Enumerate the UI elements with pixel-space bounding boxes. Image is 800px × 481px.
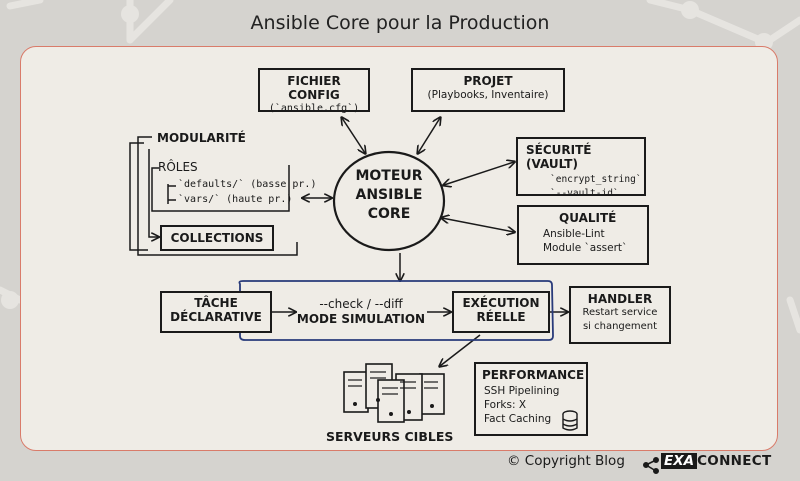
execution-line2: RÉELLE xyxy=(476,310,526,324)
brand-connect: CONNECT xyxy=(697,453,772,469)
qualite-item-assert: Module `assert` xyxy=(543,242,628,254)
execution-line1: EXÉCUTION xyxy=(462,296,540,310)
securite-item-vault-id: `--vault-id` xyxy=(550,188,619,199)
brand-exa: EXA xyxy=(661,453,698,469)
handler-line1: Restart service xyxy=(582,307,658,318)
performance-item-pipelining: SSH Pipelining xyxy=(484,385,560,397)
qualite-box: QUALITÉ Ansible-Lint Module `assert` xyxy=(517,205,649,265)
handler-title: HANDLER xyxy=(587,292,653,306)
engine-line2: ANSIBLE xyxy=(355,187,423,203)
engine-line1: MOTEUR xyxy=(355,168,423,184)
performance-item-caching: Fact Caching xyxy=(484,413,552,425)
footer-copyright: © Copyright Blog xyxy=(507,453,625,469)
securite-box: SÉCURITÉ (VAULT) `encrypt_string` `--vau… xyxy=(516,137,646,199)
handler-box: HANDLER Restart service si changement xyxy=(569,286,671,344)
engine-circle xyxy=(332,150,446,252)
tache-box: TÂCHE DÉCLARATIVE xyxy=(160,291,272,333)
collections-label: COLLECTIONS xyxy=(170,231,264,245)
collections-box: COLLECTIONS xyxy=(160,225,274,251)
roles-title: RÔLES xyxy=(158,160,198,174)
engine-label: MOTEUR ANSIBLE CORE xyxy=(334,167,444,224)
database-icon xyxy=(562,410,578,431)
simulation-line1: --check / --diff xyxy=(319,297,403,311)
performance-box: PERFORMANCE SSH Pipelining Forks: X Fact… xyxy=(474,362,588,436)
config-title: FICHIER CONFIG xyxy=(287,74,341,102)
roles-item-defaults: `defaults/` (basse pr.) xyxy=(178,179,317,190)
projet-sub: (Playbooks, Inventaire) xyxy=(427,89,549,101)
simulation-block: --check / --diff MODE SIMULATION xyxy=(296,297,426,327)
securite-title: SÉCURITÉ (VAULT) xyxy=(526,143,592,171)
performance-item-forks: Forks: X xyxy=(484,399,527,411)
tache-line1: TÂCHE xyxy=(194,296,238,310)
engine-line3: CORE xyxy=(367,206,411,222)
page-title: Ansible Core pour la Production xyxy=(250,12,550,34)
projet-box: PROJET (Playbooks, Inventaire) xyxy=(411,68,565,112)
qualite-item-lint: Ansible-Lint xyxy=(543,228,605,240)
config-sub: (`ansible.cfg`) xyxy=(268,103,360,114)
execution-box: EXÉCUTION RÉELLE xyxy=(452,291,550,333)
qualite-title: QUALITÉ xyxy=(559,211,617,225)
share-network-icon xyxy=(642,456,659,474)
performance-title: PERFORMANCE xyxy=(482,368,585,382)
simulation-line2: MODE SIMULATION xyxy=(296,312,426,326)
servers-label: SERVEURS CIBLES xyxy=(326,429,454,444)
tache-line2: DÉCLARATIVE xyxy=(170,310,262,324)
projet-title: PROJET xyxy=(463,74,513,88)
config-box: FICHIER CONFIG (`ansible.cfg`) xyxy=(258,68,370,114)
modularite-title: MODULARITÉ xyxy=(157,131,246,145)
handler-line2: si changement xyxy=(582,321,658,332)
server-icon xyxy=(343,363,445,423)
roles-item-vars: `vars/` (haute pr.) xyxy=(178,194,293,205)
securite-item-encrypt: `encrypt_string` xyxy=(550,174,642,185)
